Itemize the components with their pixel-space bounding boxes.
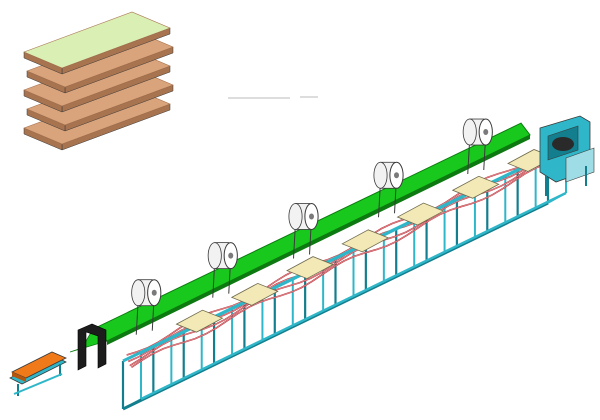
feed-table-rail (13, 373, 63, 395)
feed-table-top (11, 351, 67, 379)
veneer-sheets-on-line (175, 149, 555, 333)
roll-core (394, 172, 399, 179)
frame-lower-beam (140, 191, 567, 401)
roll-core (151, 289, 157, 296)
outlet-roller (552, 137, 574, 151)
roll-back-face (373, 161, 388, 189)
veneer-sheet (230, 282, 279, 306)
roll-core (483, 129, 489, 136)
roll-back-face (462, 118, 477, 146)
veneer-stack-illustration (23, 11, 318, 151)
roll-back-face (288, 203, 303, 230)
roll-back-face (207, 242, 222, 270)
inlet-gate (77, 323, 107, 371)
roll-core (228, 252, 234, 259)
roll-core (309, 213, 314, 220)
veneer-sheet (286, 256, 334, 280)
rail-highlight (131, 160, 557, 368)
red-rail (130, 159, 557, 369)
conveyor-belt-surface (92, 122, 531, 342)
veneer-sheet (451, 175, 500, 199)
veneer-sheet (175, 309, 224, 333)
feed-table-side (12, 372, 26, 382)
green-conveyor-belt (69, 122, 531, 353)
veneer-supply-rolls (131, 118, 493, 335)
outlet-machine (539, 115, 595, 196)
inlet-equipment (9, 323, 107, 396)
stack-sheet-top (23, 11, 171, 69)
roll-back-face (131, 279, 146, 307)
veneer-sheet (396, 202, 445, 226)
veneer-sheet (341, 229, 390, 253)
